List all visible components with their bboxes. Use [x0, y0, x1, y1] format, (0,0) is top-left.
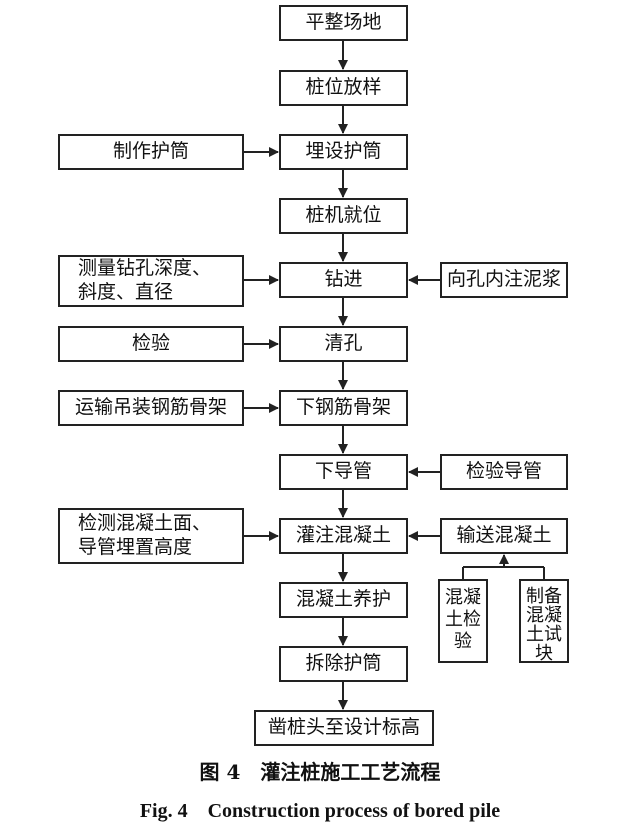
measure-line-1: 测量钻孔深度、 — [78, 257, 212, 280]
step-hole-cleaning: 清孔 — [279, 326, 408, 362]
input-transport-cage: 运输吊装钢筋骨架 — [58, 390, 244, 426]
make-specimens-label: 制备混凝土试块 — [526, 586, 562, 664]
step-level-site: 平整场地 — [279, 5, 408, 41]
step-chisel-pile-head: 凿桩头至设计标高 — [254, 710, 434, 746]
input-make-specimens: 制备混凝土试块 — [519, 579, 569, 663]
input-convey-concrete: 输送混凝土 — [440, 518, 568, 554]
step-remove-casing: 拆除护筒 — [279, 646, 408, 682]
measure-line-2: 斜度、直径 — [78, 281, 174, 303]
input-detect-concrete: 检测混凝土面、 导管埋置高度 — [58, 508, 244, 564]
concrete-test-label: 混凝土检验 — [445, 587, 481, 652]
input-make-casing: 制作护筒 — [58, 134, 244, 170]
step-rig-in-place: 桩机就位 — [279, 198, 408, 234]
detect-line-2: 导管埋置高度 — [78, 536, 193, 558]
input-inspection: 检验 — [58, 326, 244, 362]
input-concrete-test: 混凝土检验 — [438, 579, 488, 663]
figure-caption-cn: 图 4 灌注桩施工工艺流程 — [199, 760, 441, 784]
step-stake-out: 桩位放样 — [279, 70, 408, 106]
step-pour-concrete: 灌注混凝土 — [279, 518, 408, 554]
step-lower-tremie: 下导管 — [279, 454, 408, 490]
input-inject-slurry: 向孔内注泥浆 — [440, 262, 568, 298]
input-inspect-pipe: 检验导管 — [440, 454, 568, 490]
figure-caption-en: Fig. 4 Construction process of bored pil… — [139, 800, 501, 822]
step-lower-rebar-cage: 下钢筋骨架 — [279, 390, 408, 426]
step-concrete-curing: 混凝土养护 — [279, 582, 408, 618]
step-drilling: 钻进 — [279, 262, 408, 298]
detect-line-1: 检测混凝土面、 — [78, 512, 212, 535]
input-measure-hole: 测量钻孔深度、 斜度、直径 — [58, 255, 244, 307]
step-embed-casing: 埋设护筒 — [279, 134, 408, 170]
